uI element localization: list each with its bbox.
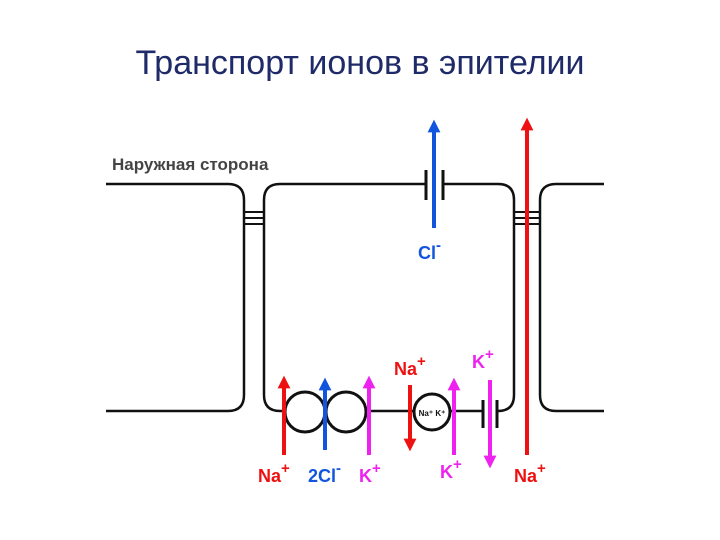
k-bottom-label-1: K+ bbox=[359, 460, 381, 486]
cl-channel bbox=[424, 170, 445, 200]
page-title: Транспорт ионов в эпителии bbox=[135, 44, 585, 82]
k-bottom-label-2: K+ bbox=[440, 456, 462, 482]
na-mid-label: Na+ bbox=[394, 353, 426, 379]
na-right-label: Na+ bbox=[514, 460, 546, 486]
left-cell-membrane bbox=[106, 182, 246, 413]
k-channel bbox=[481, 400, 499, 428]
middle-cell-membrane-right bbox=[444, 182, 516, 413]
k-mid-label: K+ bbox=[472, 346, 494, 372]
tight-junction-left bbox=[244, 211, 264, 225]
middle-cell-membrane bbox=[262, 182, 426, 413]
nkcc-cotransporter-left bbox=[283, 390, 327, 434]
na-k-pump bbox=[412, 392, 452, 432]
nkcc-cotransporter-right bbox=[324, 390, 368, 434]
2cl-bottom-label: 2Cl- bbox=[308, 460, 341, 486]
pump-label: Na⁺ K⁺ bbox=[419, 409, 446, 418]
right-cell-membrane bbox=[538, 182, 604, 413]
cl-top-label: Cl- bbox=[418, 237, 441, 263]
outer-side-label: Наружная сторона bbox=[112, 155, 269, 174]
na-bottom-label: Na+ bbox=[258, 460, 290, 486]
